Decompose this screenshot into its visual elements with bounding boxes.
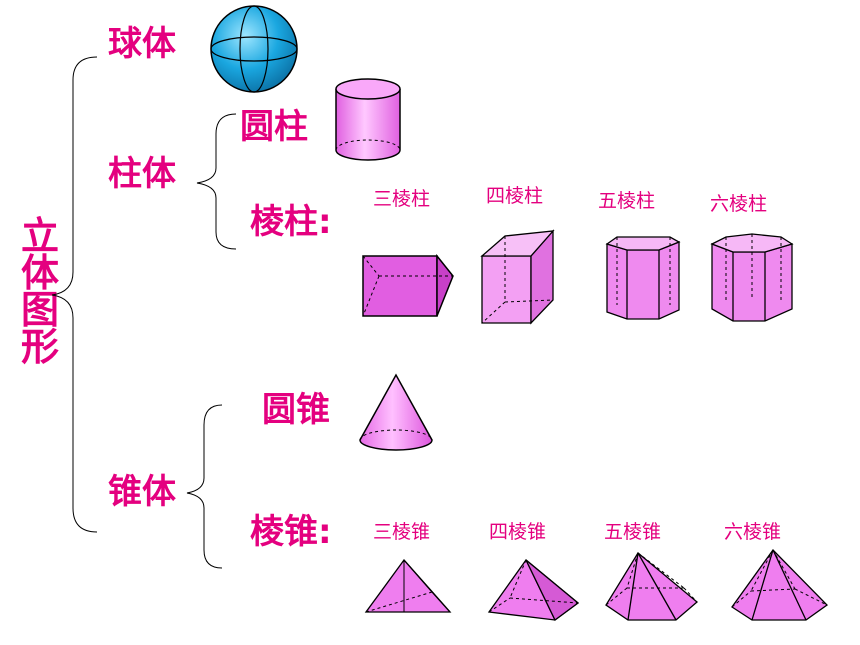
prism-name-6: 六棱柱 [710,193,768,215]
prism-3-shape [362,253,454,317]
label-prism-group: 柱体 [108,154,176,194]
label-cone: 圆锥 [262,390,330,430]
cone-shape [359,373,433,451]
label-cone-group: 锥体 [108,472,176,512]
root-char-4: 形 [20,325,59,369]
sphere-shape [210,5,298,93]
prism-6-shape [710,233,794,322]
pyramid-6-shape [731,548,828,621]
label-cylinder: 圆柱 [240,107,308,147]
prism-4-shape [480,229,555,325]
pyramid-name-5: 五棱锥 [604,521,662,543]
pyramid-name-3: 三棱锥 [373,521,431,543]
pyramid-5-shape [605,552,699,621]
brace-prism [196,113,237,250]
root-label: 立 体 图 形 [20,214,60,369]
label-pyramid: 棱锥: [250,512,332,552]
pyramid-4-shape [487,559,580,621]
root-char-1: 立 [20,214,59,258]
label-sphere: 球体 [108,24,176,64]
prism-name-4: 四棱柱 [486,185,544,207]
prism-name-3: 三棱柱 [373,188,431,210]
cylinder-shape [335,78,401,161]
brace-root [51,56,98,533]
label-prism: 棱柱: [250,202,332,242]
root-char-3: 图 [20,288,59,332]
pyramid-name-4: 四棱锥 [489,521,547,543]
root-char-2: 体 [20,251,59,295]
pyramid-name-6: 六棱锥 [724,521,782,543]
brace-cone [186,404,223,569]
prism-5-shape [605,236,681,320]
prism-name-5: 五棱柱 [598,190,656,212]
pyramid-3-shape [364,558,452,613]
